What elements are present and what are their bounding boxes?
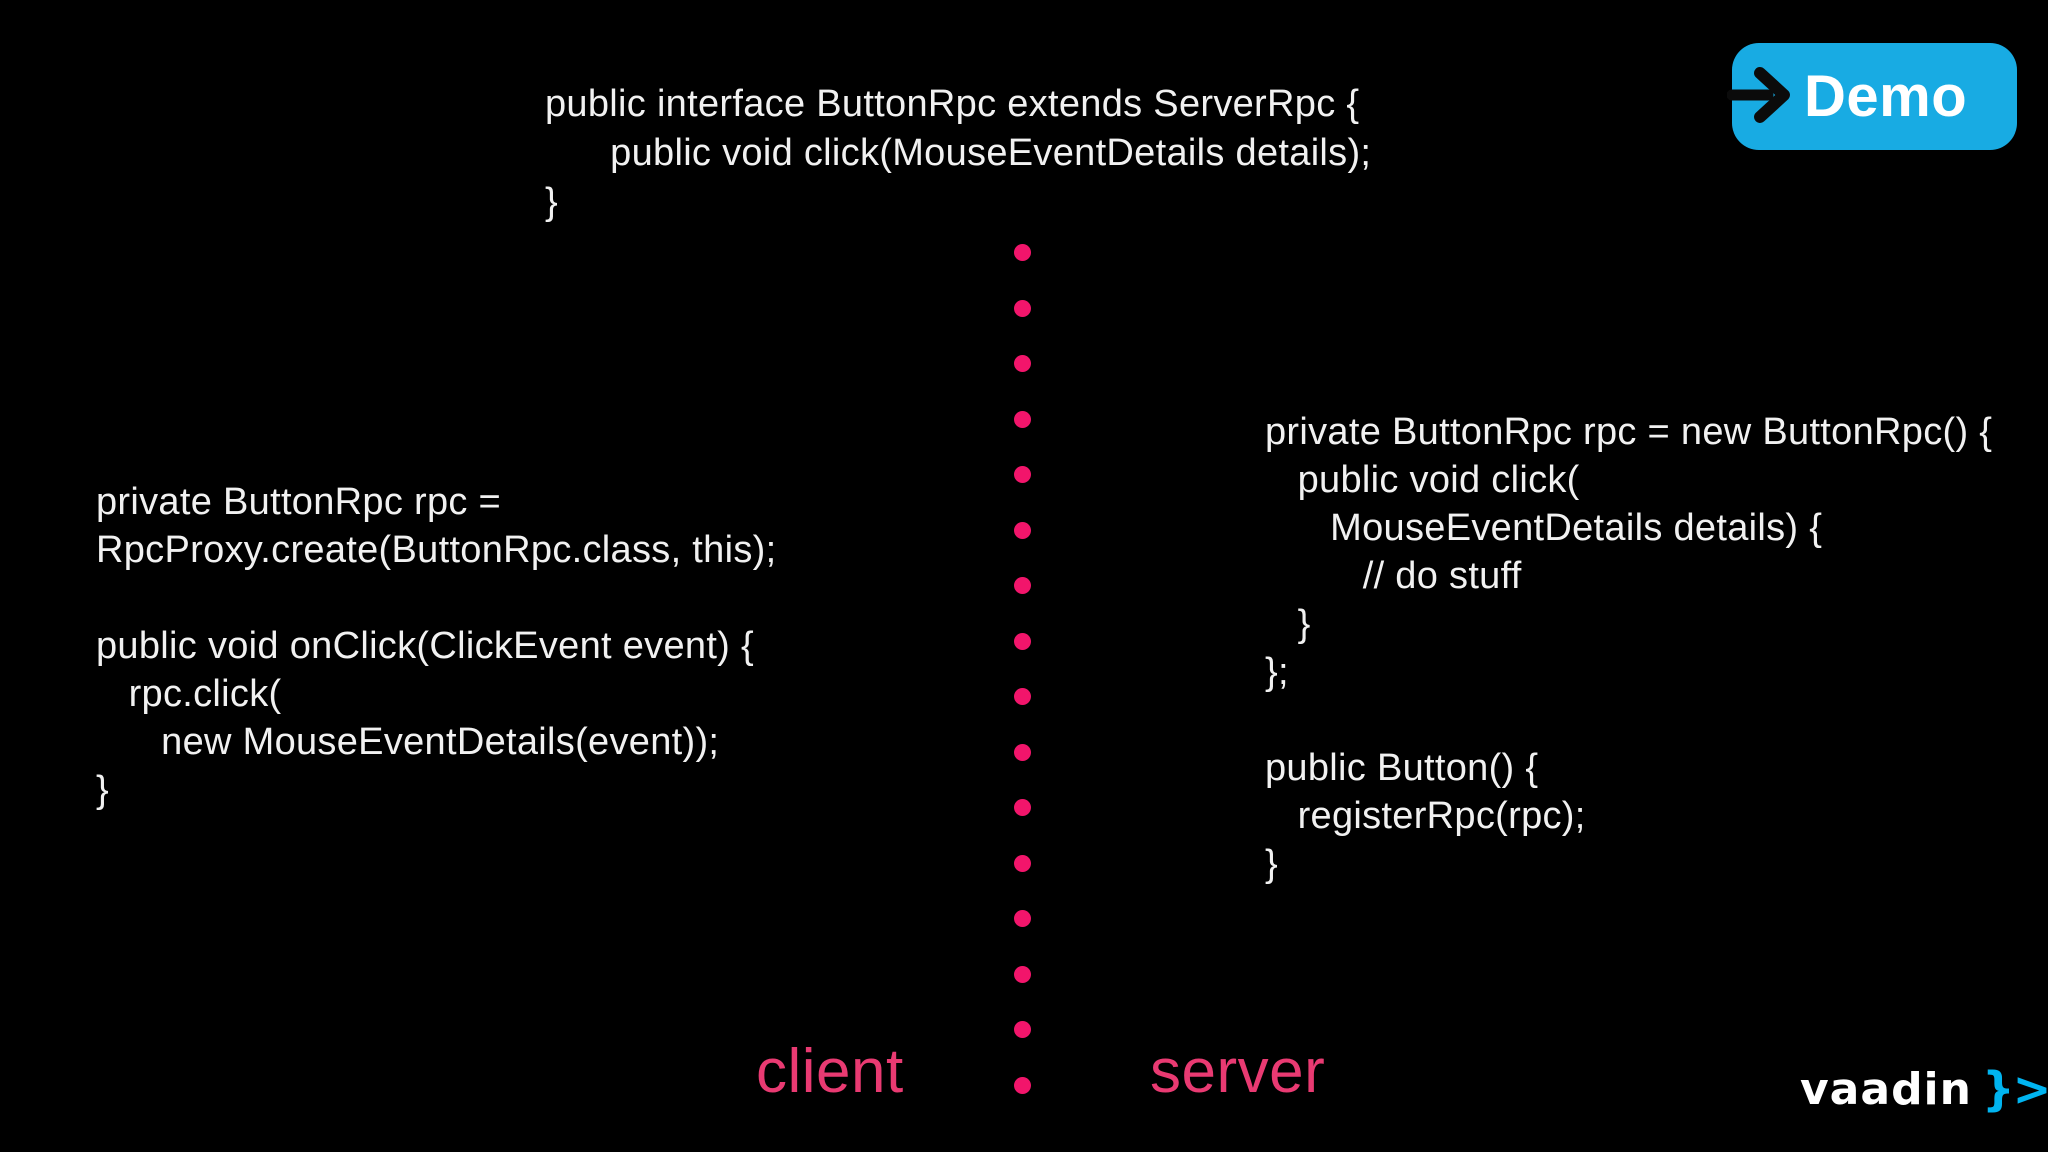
demo-button-label: Demo	[1804, 64, 1968, 129]
code-line: public Button() {	[1265, 747, 1539, 789]
code-line: rpc.click(	[96, 673, 282, 715]
code-line: new MouseEventDetails(event));	[96, 721, 720, 763]
divider-dot	[1014, 466, 1031, 484]
code-line: };	[1265, 651, 1289, 693]
code-line: }	[1265, 603, 1311, 645]
divider-dot	[1014, 577, 1031, 595]
divider-dot	[1014, 1076, 1031, 1094]
code-line: public void onClick(ClickEvent event) {	[96, 625, 754, 667]
server-code-block: private ButtonRpc rpc = new ButtonRpc() …	[1265, 408, 1992, 888]
divider-dot	[1014, 854, 1031, 872]
code-line: private ButtonRpc rpc =	[96, 481, 502, 523]
divider-dot	[1014, 521, 1031, 539]
divider-dot	[1014, 799, 1031, 817]
divider-dot	[1014, 632, 1031, 650]
code-line: }	[545, 181, 558, 223]
divider-dot	[1014, 743, 1031, 761]
vaadin-brackets-icon: }>	[1981, 1062, 2048, 1116]
client-label: client	[756, 1037, 904, 1106]
demo-button[interactable]: Demo	[1726, 43, 2017, 150]
divider-dot	[1014, 244, 1031, 261]
code-line: private ButtonRpc rpc = new ButtonRpc() …	[1265, 411, 1993, 453]
code-line: RpcProxy.create(ButtonRpc.class, this);	[96, 529, 777, 571]
divider-dot	[1014, 1021, 1031, 1039]
code-line: // do stuff	[1265, 555, 1522, 597]
client-code-block: private ButtonRpc rpc = RpcProxy.create(B…	[96, 478, 776, 814]
code-line: }	[96, 769, 109, 811]
divider-dot	[1014, 299, 1031, 317]
code-line: MouseEventDetails details) {	[1265, 507, 1823, 549]
code-line	[96, 574, 776, 622]
divider-dot	[1014, 410, 1031, 428]
vaadin-logo: vaadin }>	[1800, 1062, 2048, 1116]
code-line: public void click(	[1265, 459, 1580, 501]
code-line: }	[1265, 843, 1278, 885]
divider-dot	[1014, 688, 1031, 706]
divider-dot	[1014, 910, 1031, 928]
client-server-divider	[1014, 244, 1031, 1094]
code-line	[1265, 696, 1992, 744]
arrow-right-icon	[1726, 59, 1793, 134]
divider-dot	[1014, 965, 1031, 983]
code-line: registerRpc(rpc);	[1265, 795, 1586, 837]
divider-dot	[1014, 355, 1031, 373]
code-line: public interface ButtonRpc extends Serve…	[545, 83, 1360, 125]
code-line: public void click(MouseEventDetails deta…	[545, 132, 1372, 174]
vaadin-wordmark: vaadin	[1800, 1063, 1972, 1115]
interface-code-block: public interface ButtonRpc extends Serve…	[545, 80, 1371, 227]
server-label: server	[1150, 1037, 1326, 1106]
